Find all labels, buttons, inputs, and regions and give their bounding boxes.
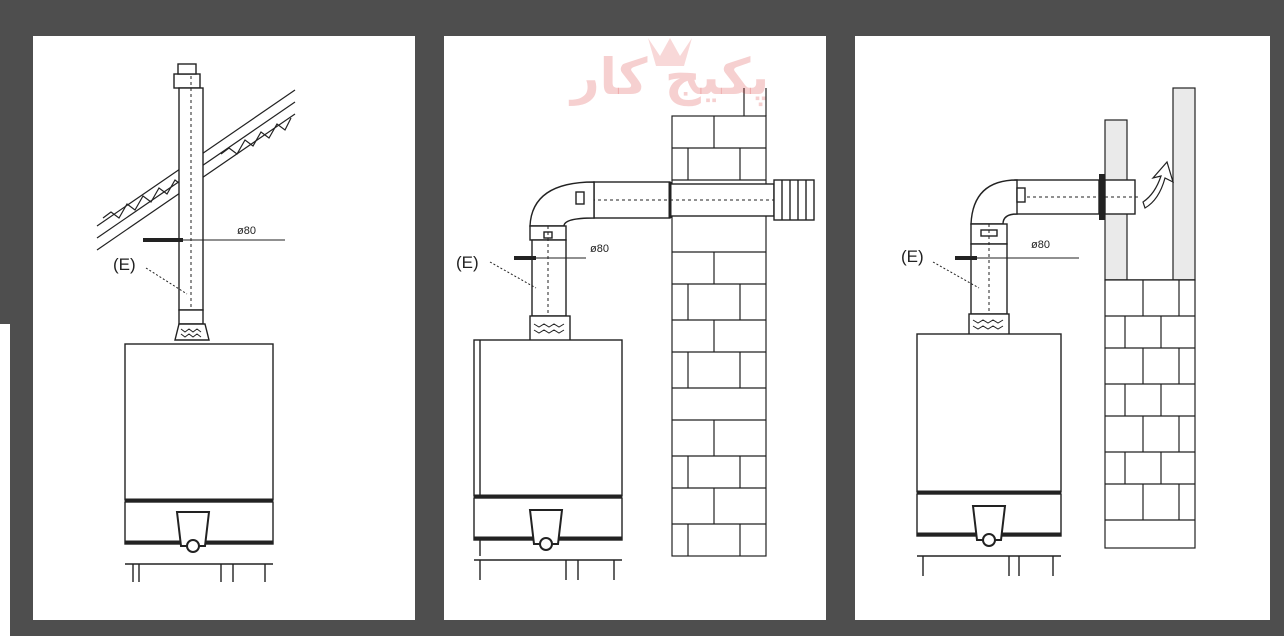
component-e-label: (E)	[456, 253, 479, 272]
flue-adaptor	[174, 309, 210, 341]
component-e-label: (E)	[901, 247, 924, 266]
boiler-unit	[916, 333, 1062, 576]
exhaust-arrow-icon	[1142, 160, 1174, 209]
flue-diameter-label: ø80	[237, 225, 256, 237]
flue-diameter-label: ø80	[1031, 239, 1050, 251]
diameter-marker	[514, 256, 536, 260]
watermark-mark-icon	[648, 38, 692, 66]
vertical-flue-drawing	[96, 63, 296, 582]
boiler-unit	[124, 343, 274, 582]
horizontal-flue-pipe	[985, 174, 1141, 220]
flue-adaptor	[529, 315, 571, 343]
horizontal-outlet-drawing	[916, 87, 1196, 576]
watermark-text: پکیج کار	[570, 48, 770, 106]
vertical-flue-section	[529, 225, 567, 326]
panel-horizontal-flue-terminal: (E) ø80	[444, 36, 826, 620]
brick-wall	[1104, 279, 1196, 549]
brick-wall	[671, 88, 767, 557]
vertical-flue-section	[970, 223, 1008, 326]
flue-elbow	[970, 179, 1018, 225]
horizontal-flue-pipe	[574, 179, 815, 221]
flue-adaptor	[968, 313, 1010, 337]
flue-diameter-label: ø80	[590, 243, 609, 255]
diameter-marker	[143, 238, 183, 242]
boiler-unit	[473, 339, 623, 580]
vertical-flue-pipe	[173, 63, 204, 336]
panel-horizontal-flue-outlet: (E) ø80	[855, 36, 1270, 620]
watermark-logo: پکیج کار	[520, 38, 820, 110]
diameter-marker	[955, 256, 977, 260]
panel-vertical-flue: (E) ø80	[33, 36, 415, 620]
component-e-label: (E)	[113, 255, 136, 274]
horizontal-flue-drawing	[473, 88, 815, 580]
